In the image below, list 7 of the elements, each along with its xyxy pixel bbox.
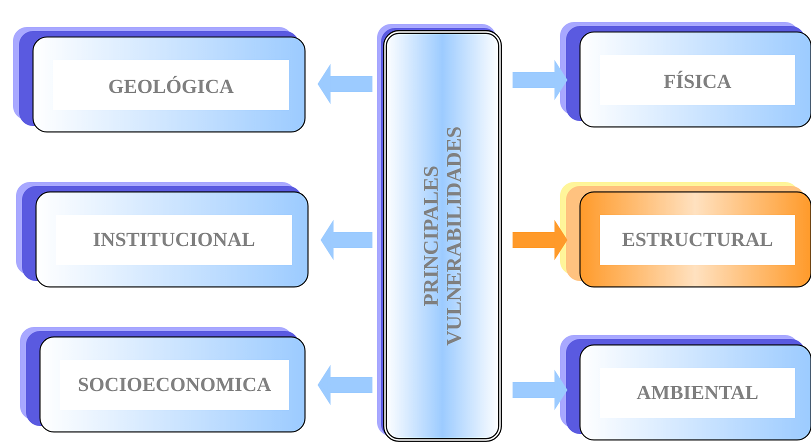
- category-box: GEOLÓGICA: [13, 27, 306, 133]
- category-box: INSTITUCIONAL: [16, 182, 309, 288]
- category-box: FÍSICA: [560, 22, 811, 128]
- central-box: PRINCIPALES VULNERABILIDADES: [377, 24, 502, 442]
- category-box: ESTRUCTURAL: [560, 182, 811, 288]
- category-box: SOCIOECONOMICA: [20, 326, 306, 433]
- category-box: AMBIENTAL: [560, 334, 811, 441]
